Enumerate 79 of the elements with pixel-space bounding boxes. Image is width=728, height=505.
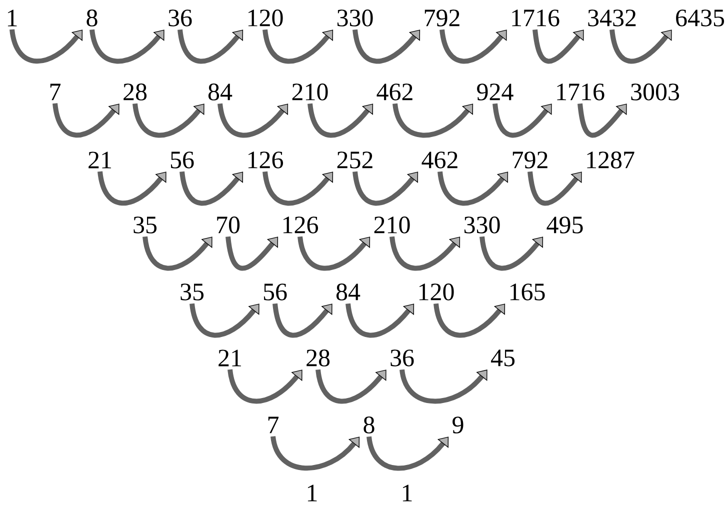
curved-arrow bbox=[390, 236, 460, 271]
curved-arrow bbox=[400, 369, 488, 404]
number: 462 bbox=[422, 152, 458, 168]
curved-arrow bbox=[226, 236, 278, 271]
number: 7 bbox=[268, 416, 279, 434]
curved-arrow bbox=[392, 103, 474, 138]
curved-arrow bbox=[352, 171, 418, 206]
number: 8 bbox=[86, 10, 98, 26]
curved-arrow bbox=[352, 29, 420, 64]
number: 330 bbox=[337, 10, 373, 26]
number: 1716 bbox=[557, 84, 604, 100]
number: 1 bbox=[8, 10, 17, 26]
number: 36 bbox=[390, 350, 414, 366]
number: 210 bbox=[374, 216, 410, 234]
number: 165 bbox=[510, 284, 545, 300]
number: 120 bbox=[248, 10, 283, 26]
curved-arrow bbox=[440, 29, 507, 64]
curved-arrow bbox=[262, 171, 334, 206]
curved-arrow bbox=[366, 436, 449, 471]
curved-arrow bbox=[142, 236, 212, 271]
curved-arrow bbox=[90, 29, 164, 64]
number: 56 bbox=[170, 152, 194, 168]
number: 495 bbox=[546, 216, 583, 234]
number: 120 bbox=[419, 284, 454, 300]
number: 7 bbox=[50, 84, 61, 100]
number: 792 bbox=[424, 10, 460, 26]
number: 28 bbox=[124, 84, 147, 100]
curved-arrow bbox=[270, 436, 360, 471]
number: 792 bbox=[512, 152, 548, 168]
number: 21 bbox=[218, 350, 241, 366]
curved-arrow bbox=[434, 303, 506, 338]
curved-arrow bbox=[178, 29, 244, 64]
curved-arrow bbox=[308, 103, 374, 138]
curved-arrow bbox=[532, 29, 584, 64]
number: 3432 bbox=[588, 10, 636, 26]
number: 252 bbox=[337, 152, 372, 168]
number: 45 bbox=[491, 350, 515, 366]
curved-arrow bbox=[578, 103, 627, 138]
number: 70 bbox=[217, 216, 240, 234]
number: 462 bbox=[376, 84, 412, 100]
number: 1287 bbox=[587, 152, 634, 168]
curved-arrow bbox=[98, 171, 166, 206]
curved-arrow bbox=[132, 103, 204, 138]
curved-arrow bbox=[218, 103, 288, 138]
curved-arrow bbox=[346, 303, 414, 338]
curved-arrow bbox=[52, 102, 120, 138]
number: 210 bbox=[292, 84, 328, 100]
curved-arrow bbox=[272, 303, 332, 338]
number: 924 bbox=[477, 84, 514, 100]
curved-arrow bbox=[180, 171, 244, 206]
number: 9 bbox=[452, 416, 464, 434]
curved-arrow bbox=[528, 171, 582, 206]
curved-arrow bbox=[10, 29, 83, 64]
curved-arrow bbox=[262, 29, 334, 64]
number: 8 bbox=[364, 416, 374, 434]
number: 21 bbox=[88, 152, 111, 168]
number: 84 bbox=[336, 284, 360, 300]
number: 126 bbox=[248, 152, 284, 168]
curved-arrow bbox=[228, 369, 302, 404]
number: 35 bbox=[134, 216, 157, 234]
number: 35 bbox=[180, 284, 204, 300]
curved-arrow bbox=[610, 29, 672, 64]
number: 126 bbox=[283, 216, 318, 234]
number: 56 bbox=[264, 284, 287, 300]
curved-arrow bbox=[480, 236, 544, 271]
curved-arrow bbox=[492, 103, 552, 138]
curved-arrow bbox=[298, 236, 370, 271]
number: 330 bbox=[464, 216, 500, 234]
number: 6435 bbox=[676, 10, 724, 26]
curved-arrow bbox=[190, 303, 260, 338]
curved-arrow bbox=[438, 171, 508, 206]
number: 28 bbox=[306, 350, 330, 366]
curved-arrow bbox=[316, 369, 386, 404]
number: 3003 bbox=[631, 84, 680, 100]
number: 1 bbox=[402, 484, 412, 502]
number: 84 bbox=[208, 84, 232, 100]
number: 36 bbox=[168, 10, 192, 26]
number: 1 bbox=[308, 484, 317, 502]
number: 1716 bbox=[512, 10, 560, 26]
